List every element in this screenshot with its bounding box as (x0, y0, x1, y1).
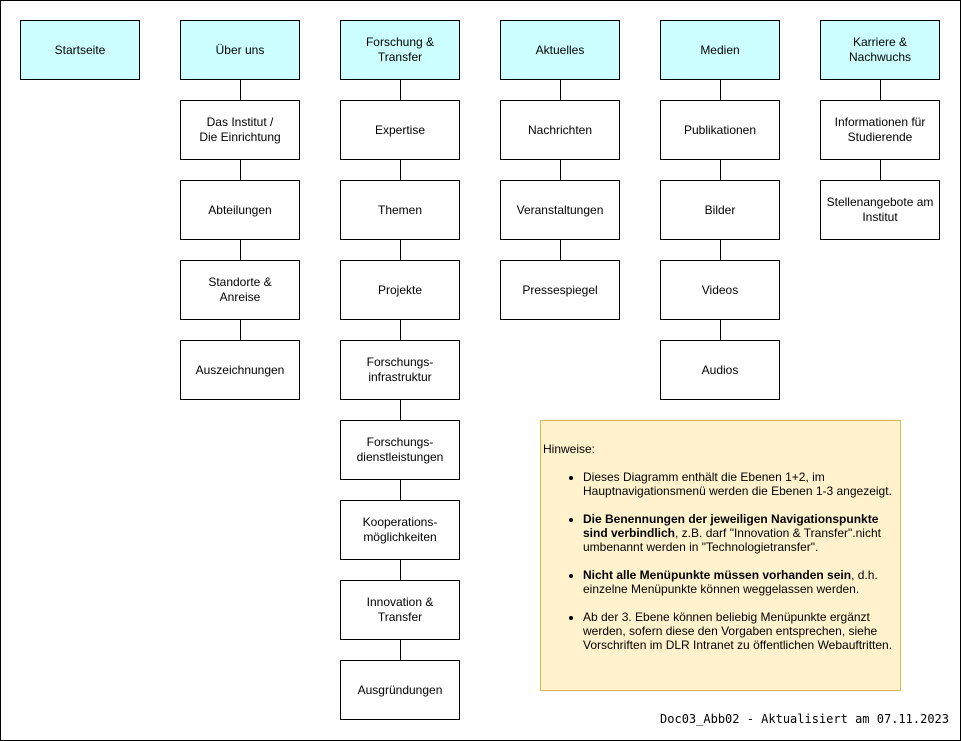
nav-level2-forschung-transfer-1: Expertise (340, 100, 460, 160)
nav-level2-forschung-transfer-6: Kooperations- möglichkeiten (340, 500, 460, 560)
nav-level2-forschung-transfer-3: Projekte (340, 260, 460, 320)
nav-level2-forschung-transfer-5: Forschungs- dienstleistungen (340, 420, 460, 480)
connector-line (240, 240, 241, 260)
nav-level1-ueber-uns: Über uns (180, 20, 300, 80)
nav-level2-medien-4: Audios (660, 340, 780, 400)
nav-level2-karriere-nachwuchs-2: Stellenangebote am Institut (820, 180, 940, 240)
connector-line (560, 240, 561, 260)
note-item: Dieses Diagramm enthält die Ebenen 1+2, … (583, 470, 900, 498)
nav-level2-forschung-transfer-8: Ausgründungen (340, 660, 460, 720)
note-item: Ab der 3. Ebene können beliebig Menüpunk… (583, 610, 900, 652)
connector-line (240, 320, 241, 340)
connector-line (560, 160, 561, 180)
note-item-emphasis: Die Benennungen der jeweiligen Navigatio… (583, 512, 879, 540)
nav-level2-karriere-nachwuchs-1: Informationen für Studierende (820, 100, 940, 160)
notes-box: Hinweise: Dieses Diagramm enthält die Eb… (540, 420, 901, 691)
connector-line (560, 80, 561, 100)
note-item-text: Ab der 3. Ebene können beliebig Menüpunk… (583, 610, 893, 652)
connector-line (400, 640, 401, 660)
connector-line (720, 160, 721, 180)
connector-line (880, 160, 881, 180)
nav-level2-medien-2: Bilder (660, 180, 780, 240)
connector-line (400, 320, 401, 340)
connector-line (720, 240, 721, 260)
note-item: Nicht alle Menüpunkte müssen vorhanden s… (583, 568, 900, 596)
nav-level1-karriere-nachwuchs: Karriere & Nachwuchs (820, 20, 940, 80)
nav-level2-medien-3: Videos (660, 260, 780, 320)
nav-level2-ueber-uns-1: Das Institut / Die Einrichtung (180, 100, 300, 160)
notes-title: Hinweise: (543, 442, 596, 456)
nav-level2-aktuelles-2: Veranstaltungen (500, 180, 620, 240)
nav-level1-forschung-transfer: Forschung & Transfer (340, 20, 460, 80)
nav-level2-aktuelles-1: Nachrichten (500, 100, 620, 160)
nav-level2-forschung-transfer-2: Themen (340, 180, 460, 240)
connector-line (240, 80, 241, 100)
connector-line (880, 80, 881, 100)
note-item-emphasis: Nicht alle Menüpunkte müssen vorhanden s… (583, 568, 852, 582)
connector-line (400, 240, 401, 260)
note-item-text: , d.h. einzelne Menüpunkte können weggel… (583, 568, 878, 596)
connector-line (720, 320, 721, 340)
note-item: Die Benennungen der jeweiligen Navigatio… (583, 512, 900, 554)
nav-level2-medien-1: Publikationen (660, 100, 780, 160)
nav-level1-aktuelles: Aktuelles (500, 20, 620, 80)
connector-line (400, 560, 401, 580)
connector-line (720, 80, 721, 100)
connector-line (400, 80, 401, 100)
footer-stamp: Doc03_Abb02 - Aktualisiert am 07.11.2023 (660, 712, 949, 726)
nav-level2-ueber-uns-3: Standorte & Anreise (180, 260, 300, 320)
nav-level2-forschung-transfer-4: Forschungs- infrastruktur (340, 340, 460, 400)
nav-level2-forschung-transfer-7: Innovation & Transfer (340, 580, 460, 640)
note-item-text: Dieses Diagramm enthält die Ebenen 1+2, … (583, 470, 892, 498)
note-item-text: , z.B. darf "Innovation & Transfer".nich… (583, 526, 881, 554)
nav-level1-medien: Medien (660, 20, 780, 80)
notes-list: Dieses Diagramm enthält die Ebenen 1+2, … (543, 470, 900, 652)
nav-level1-startseite: Startseite (20, 20, 140, 80)
connector-line (400, 160, 401, 180)
connector-line (400, 400, 401, 420)
connector-line (240, 160, 241, 180)
nav-level2-aktuelles-3: Pressespiegel (500, 260, 620, 320)
connector-line (400, 480, 401, 500)
nav-level2-ueber-uns-2: Abteilungen (180, 180, 300, 240)
nav-level2-ueber-uns-4: Auszeichnungen (180, 340, 300, 400)
